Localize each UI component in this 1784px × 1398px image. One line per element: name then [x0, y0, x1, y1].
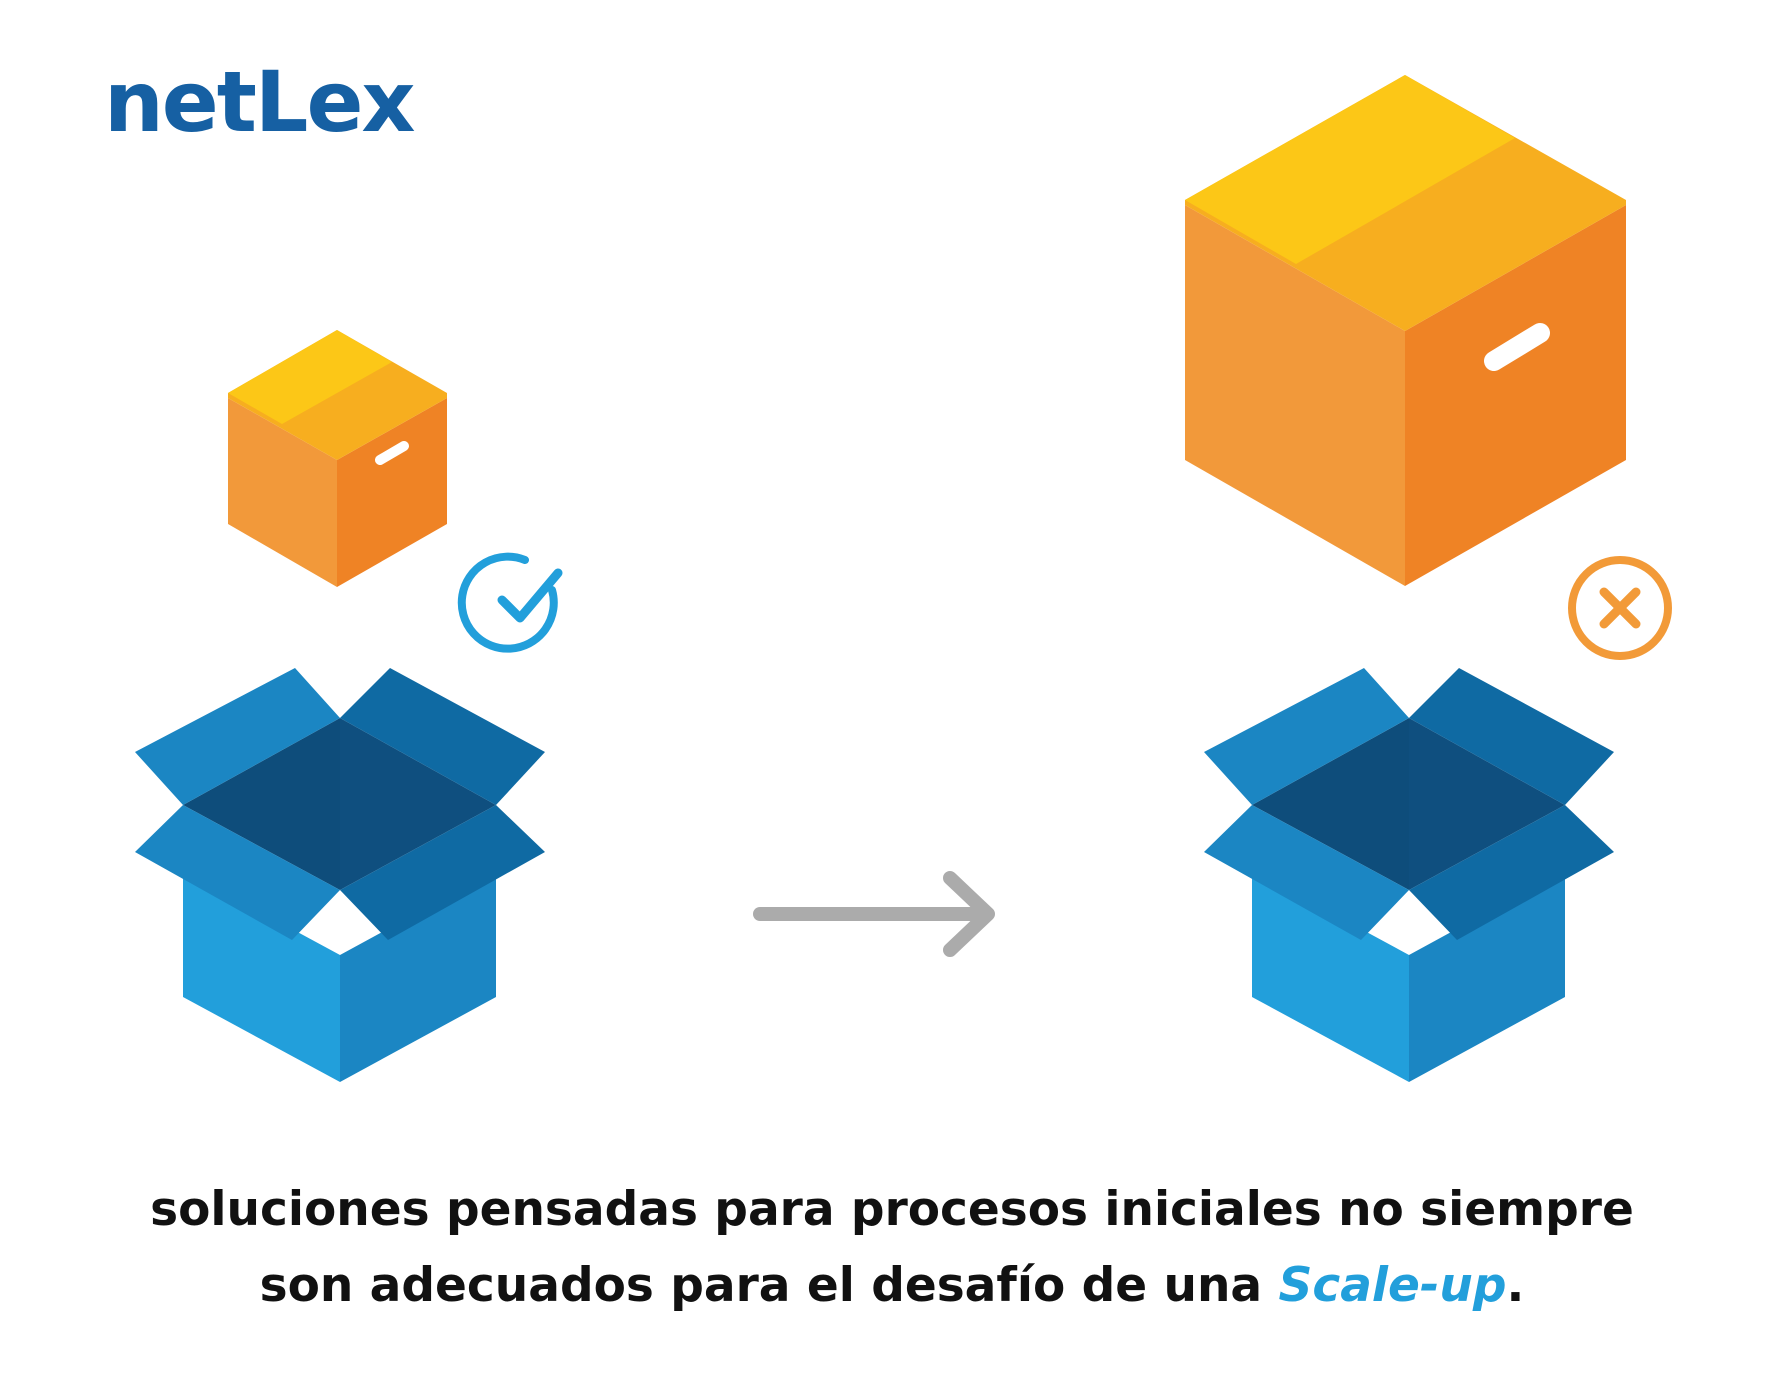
arrow-right-icon	[753, 871, 995, 957]
open-box-right-icon	[1204, 668, 1614, 1082]
scale-up-highlight: Scale-up	[1278, 1258, 1507, 1313]
check-circle-icon	[457, 552, 563, 653]
open-box-left-icon	[135, 668, 545, 1082]
small-cardboard-box-icon	[228, 330, 447, 587]
caption-line-2: son adecuados para el desafío de una Sca…	[0, 1248, 1784, 1324]
netlex-logo: netLex	[104, 53, 416, 151]
caption-line-2-text: son adecuados para el desafío de una	[259, 1258, 1279, 1313]
caption: soluciones pensadas para procesos inicia…	[0, 1172, 1784, 1324]
caption-period: .	[1506, 1258, 1525, 1313]
large-cardboard-box-icon	[1185, 75, 1626, 586]
x-circle-icon	[1568, 556, 1672, 660]
caption-line-1: soluciones pensadas para procesos inicia…	[150, 1182, 1634, 1237]
